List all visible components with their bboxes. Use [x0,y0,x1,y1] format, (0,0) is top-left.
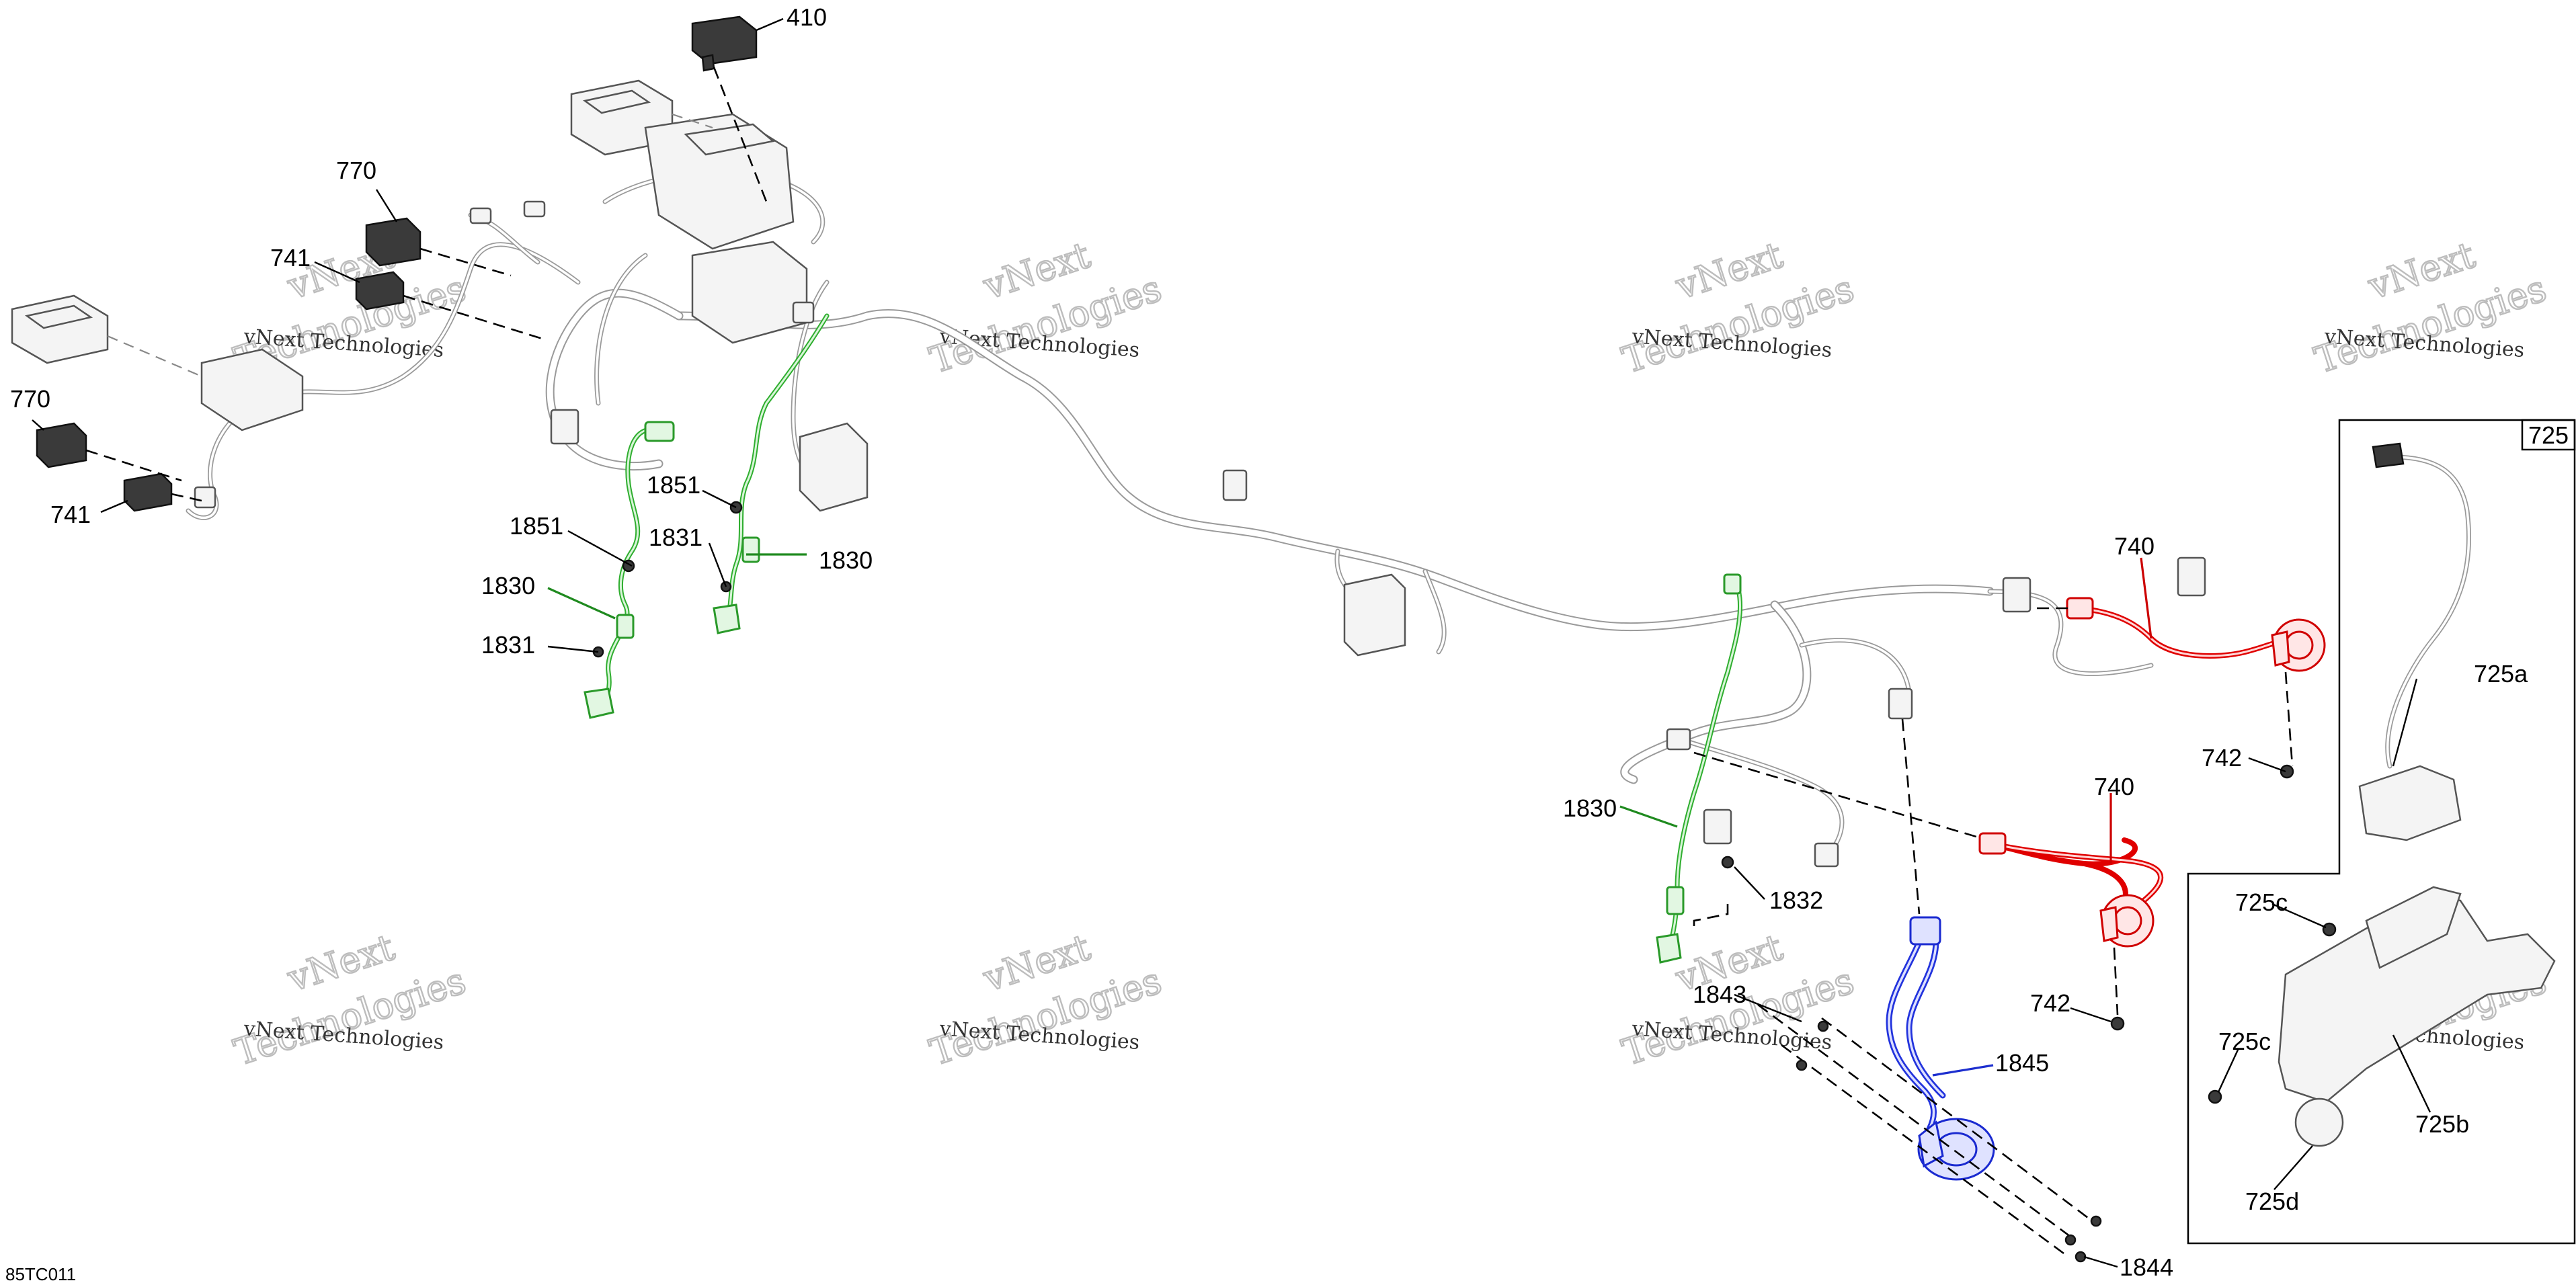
sensor-741-top [355,271,405,310]
kit-725-number: 725 [2528,421,2569,449]
watermark: vNext Technologies vNext Technologies [2309,233,2552,382]
callout-1845: 1845 [1995,1049,2049,1077]
callout-770: 770 [10,385,50,413]
sensor-410 [691,15,758,72]
sensor-741-left [123,472,173,512]
callout-1832: 1832 [1769,886,1823,914]
sensor-770-left [36,422,87,468]
callout-741: 741 [270,244,311,272]
watermark: vNext Technologies vNext Technologies [1617,233,1860,382]
install-lines-right [1693,607,2294,1255]
callout-1844: 1844 [2120,1253,2173,1281]
callout-1851: 1851 [647,471,700,499]
callout-725a: 725a [2474,660,2528,688]
abs-module-top [570,79,795,250]
callout-725c: 725c [2218,1028,2271,1055]
callout-741: 741 [50,501,91,528]
sensor-740-lower [1978,832,2163,948]
kit-725-frame: 725 [2187,419,2576,1245]
watermark: vNext Technologies vNext Technologies [229,925,472,1075]
right-connector-group [1666,556,2206,868]
install-lines-dark [85,67,768,502]
abs-module-left [11,294,304,431]
sensor-770-top [365,217,421,267]
small-clips [194,200,815,509]
harness-components [11,79,2206,868]
main-harness [186,169,2154,856]
watermark: vNext Technologies vNext Technologies [924,925,1168,1075]
callout-740: 740 [2094,773,2134,800]
wheel-speed-sensor-right [1656,573,1743,964]
kit-725-parts [2208,442,2556,1147]
callout-725c: 725c [2235,888,2288,916]
callout-725b: 725b [2415,1110,2469,1138]
callout-1851: 1851 [510,512,563,540]
center-connector-block [1222,469,1406,657]
callout-labels: 410 770 741 770 741 1851 1851 1831 1830 … [10,3,2528,1281]
callout-1831: 1831 [481,631,535,659]
callout-740: 740 [2114,532,2155,560]
callout-742: 742 [2202,744,2242,772]
leader-lines [32,17,2431,1268]
watermark: vNext Technologies vNext Technologies [924,233,1168,382]
callout-1843: 1843 [1693,981,1746,1008]
drawing-code: 85TC011 [5,1264,76,1284]
callout-1831: 1831 [649,524,702,551]
callout-742: 742 [2030,989,2070,1017]
callout-770: 770 [336,157,376,184]
callout-1830: 1830 [819,546,873,574]
center-junction-box [691,241,869,512]
callout-1830: 1830 [481,572,535,599]
wheel-speed-sensor-left [583,421,675,719]
callout-410: 410 [787,3,827,31]
callout-725d: 725d [2245,1188,2299,1215]
callout-1830: 1830 [1563,794,1617,822]
wheel-speed-sensor-center [713,313,830,634]
sensor-740-upper [2066,597,2326,672]
